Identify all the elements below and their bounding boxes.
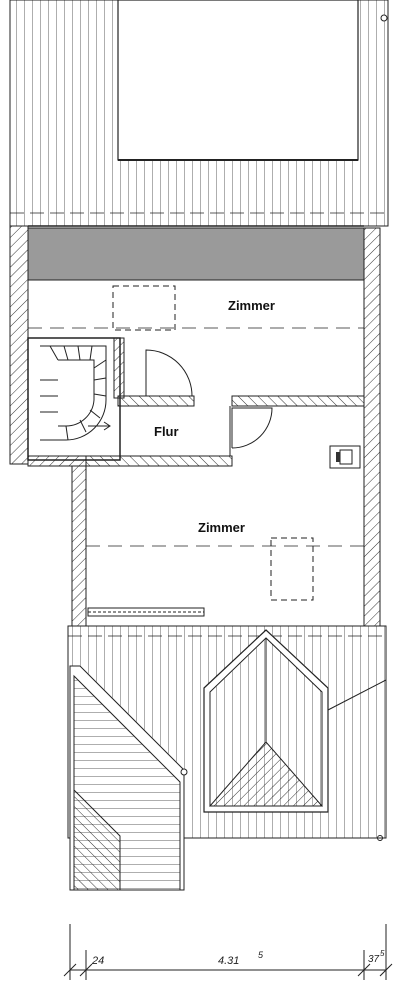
lower-room-label: Zimmer [198, 520, 245, 535]
upper-room-roof-window [112, 285, 176, 331]
upper-room-label: Zimmer [228, 298, 275, 313]
dim-width-sup: 5 [258, 950, 264, 960]
upper-room: Zimmer [28, 279, 364, 331]
dim-right-wall-sup: 5 [380, 949, 385, 958]
hall-label: Flur [154, 424, 179, 439]
skylight [117, 0, 359, 161]
door-swing-upper [145, 349, 193, 397]
marker-circle [380, 14, 388, 22]
dim-width: 4.31 [218, 955, 239, 967]
dim-left-wall: 24 [91, 955, 104, 967]
door-swing-right [231, 407, 273, 449]
lower-room-roof-window [270, 537, 314, 601]
dimension-line: 24 4.31 5 37 5 [63, 924, 393, 980]
hall: Flur [85, 349, 365, 467]
roof-overhang-strip [27, 227, 365, 281]
chimney [329, 445, 361, 469]
staircase [27, 337, 125, 467]
dim-right-wall: 37 [368, 954, 380, 965]
upper-roof [9, 0, 389, 227]
lower-room: Zimmer [86, 520, 364, 617]
lower-roof [67, 625, 387, 891]
